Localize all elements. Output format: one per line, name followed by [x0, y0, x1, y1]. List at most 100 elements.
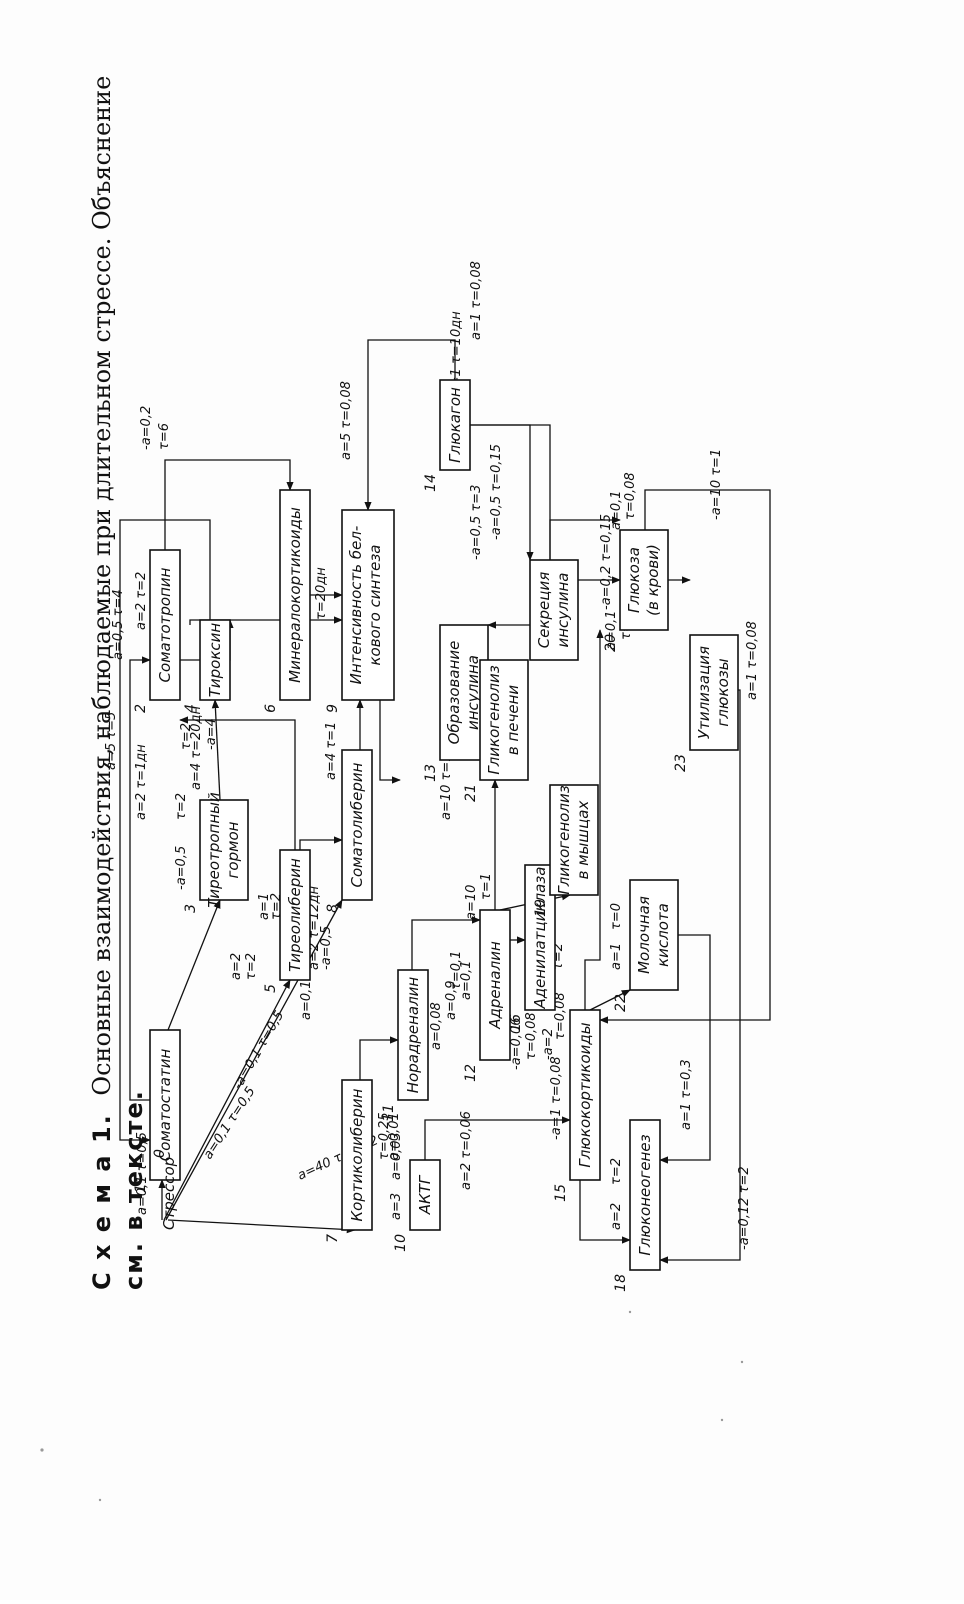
scan-speck — [740, 1360, 744, 1364]
edge-14 — [299, 836, 343, 850]
edge-22 — [584, 629, 604, 1010]
node-box — [529, 559, 579, 661]
edge-label-60: τ=0 — [609, 903, 624, 930]
node-number: 6 — [263, 704, 279, 713]
edge-label-12: a=0,5 τ=4 — [111, 589, 126, 660]
node-number: 11 — [381, 1104, 397, 1122]
node-label-line2: инсулина — [464, 655, 482, 730]
edge-label-53: -a=10 τ=1 — [709, 449, 724, 520]
node-label: Минералокортикоиды — [286, 507, 304, 683]
edge-label-45: a=10 τ=1 — [439, 753, 454, 820]
edge-23 — [589, 989, 631, 1011]
diagram-edge-labels: a=0,1 τ=0,5a=0,1 τ=0,5-a=0,1 τ=0,5a=40 τ… — [104, 261, 760, 1250]
node-box — [397, 969, 429, 1101]
node-label-line2: гормон — [224, 821, 242, 878]
edge-34 — [379, 700, 401, 784]
node-6: Минералокортикоиды 6 — [263, 489, 311, 713]
node-label: Тироксин — [206, 623, 224, 698]
edge-label-10: τ=20дн — [314, 567, 329, 620]
edge-label-15: -a=0,5 — [174, 846, 189, 890]
node-7: Кортиколиберин 7 — [325, 1079, 373, 1243]
edge-label-1: a=0,1 τ=0,5 — [135, 1132, 150, 1215]
node-number: 1 — [133, 1184, 149, 1193]
node-1: Соматостатин 1 — [133, 1029, 181, 1193]
node-box — [549, 784, 599, 896]
edge-label-11: a=2 τ=2 — [134, 572, 149, 630]
node-box — [279, 849, 311, 981]
edge-label-57: a=0,1 — [609, 490, 624, 530]
node-label: Соматостатин — [156, 1049, 174, 1162]
node-number: 9 — [325, 704, 341, 713]
node-box — [341, 1079, 373, 1231]
edge-33 — [599, 489, 771, 1024]
edge-35 — [579, 1180, 631, 1244]
node-number: 19 — [533, 899, 549, 917]
edge-label-43: a=10 — [464, 885, 479, 920]
node-box — [409, 1159, 441, 1231]
node-box — [149, 1029, 181, 1181]
node-number: 16 — [508, 1014, 524, 1032]
scan-speck — [40, 1448, 44, 1452]
edge-label-38: -a=2 — [541, 1028, 556, 1060]
edge-label-5: a=5 τ=5 — [104, 712, 119, 770]
edge-2 — [163, 979, 291, 1221]
edge-17 — [359, 1036, 399, 1080]
node-label-line2: инсулина — [554, 572, 572, 647]
node-label: Аденилатциклаза — [531, 867, 549, 1010]
edge-label-7: τ=6 — [157, 423, 172, 450]
node-number: 2 — [133, 704, 149, 713]
node-number: 8 — [325, 904, 341, 913]
node-label: Тиреолиберин — [286, 858, 304, 972]
edge-label-52: a=1 τ=0,08 — [745, 621, 760, 700]
edge-label-3: -a=0,1 τ=0,5 — [230, 1009, 287, 1092]
edge-label-54: -a=1 τ=10дн — [449, 311, 464, 400]
edge-10 — [164, 459, 294, 550]
node-label: Глюкоза — [625, 547, 643, 613]
node-label: Молочная — [635, 896, 653, 974]
node-label: Секреция — [535, 572, 553, 649]
node-label: Образование — [445, 641, 463, 745]
edge-label-16: τ=2 — [179, 723, 194, 750]
edge-label-37: τ=0,08 — [524, 1012, 539, 1060]
node-box — [149, 549, 181, 701]
edge-label-6: -a=0,2 — [139, 406, 154, 450]
edge-32 — [364, 339, 456, 511]
node-box — [629, 879, 679, 991]
edge-label-34: a=0,08 — [429, 1002, 444, 1050]
node-label: Кортиколиберин — [348, 1088, 366, 1221]
edge-label-31: τ=2 — [609, 1158, 624, 1185]
edge-label-62: a=1 τ=0,08 — [469, 261, 484, 340]
node-box — [199, 619, 231, 701]
source-number: 0 — [152, 1149, 168, 1158]
node-label: Утилизация — [695, 646, 713, 739]
node-label: Соматотропин — [156, 567, 174, 682]
node-number: 10 — [393, 1234, 409, 1252]
node-box — [279, 489, 311, 701]
node-number: 7 — [325, 1234, 341, 1243]
edge-label-33: τ=0,25 — [377, 1112, 392, 1160]
node-box — [619, 529, 669, 631]
edge-9 — [179, 716, 296, 850]
edge-4 — [167, 1219, 356, 1234]
edge-label-13: a=2 τ=1дн — [134, 744, 149, 820]
edge-label-36: -a=0,06 — [509, 1018, 524, 1071]
edge-label-40: -a=1 τ=0,08 — [549, 1056, 564, 1140]
edge-label-55: a=5 τ=0,08 — [339, 381, 354, 460]
node-label-line2: глюкозы — [714, 658, 732, 726]
edge-label-21: τ=2 — [244, 953, 259, 980]
edge-label-39: τ=0,08 — [553, 992, 568, 1040]
caption-line2: см. в тексте. — [120, 1089, 148, 1290]
edge-label-23: -a=0,5 — [319, 926, 334, 970]
node-box — [341, 509, 395, 701]
node-number: 5 — [263, 984, 279, 993]
